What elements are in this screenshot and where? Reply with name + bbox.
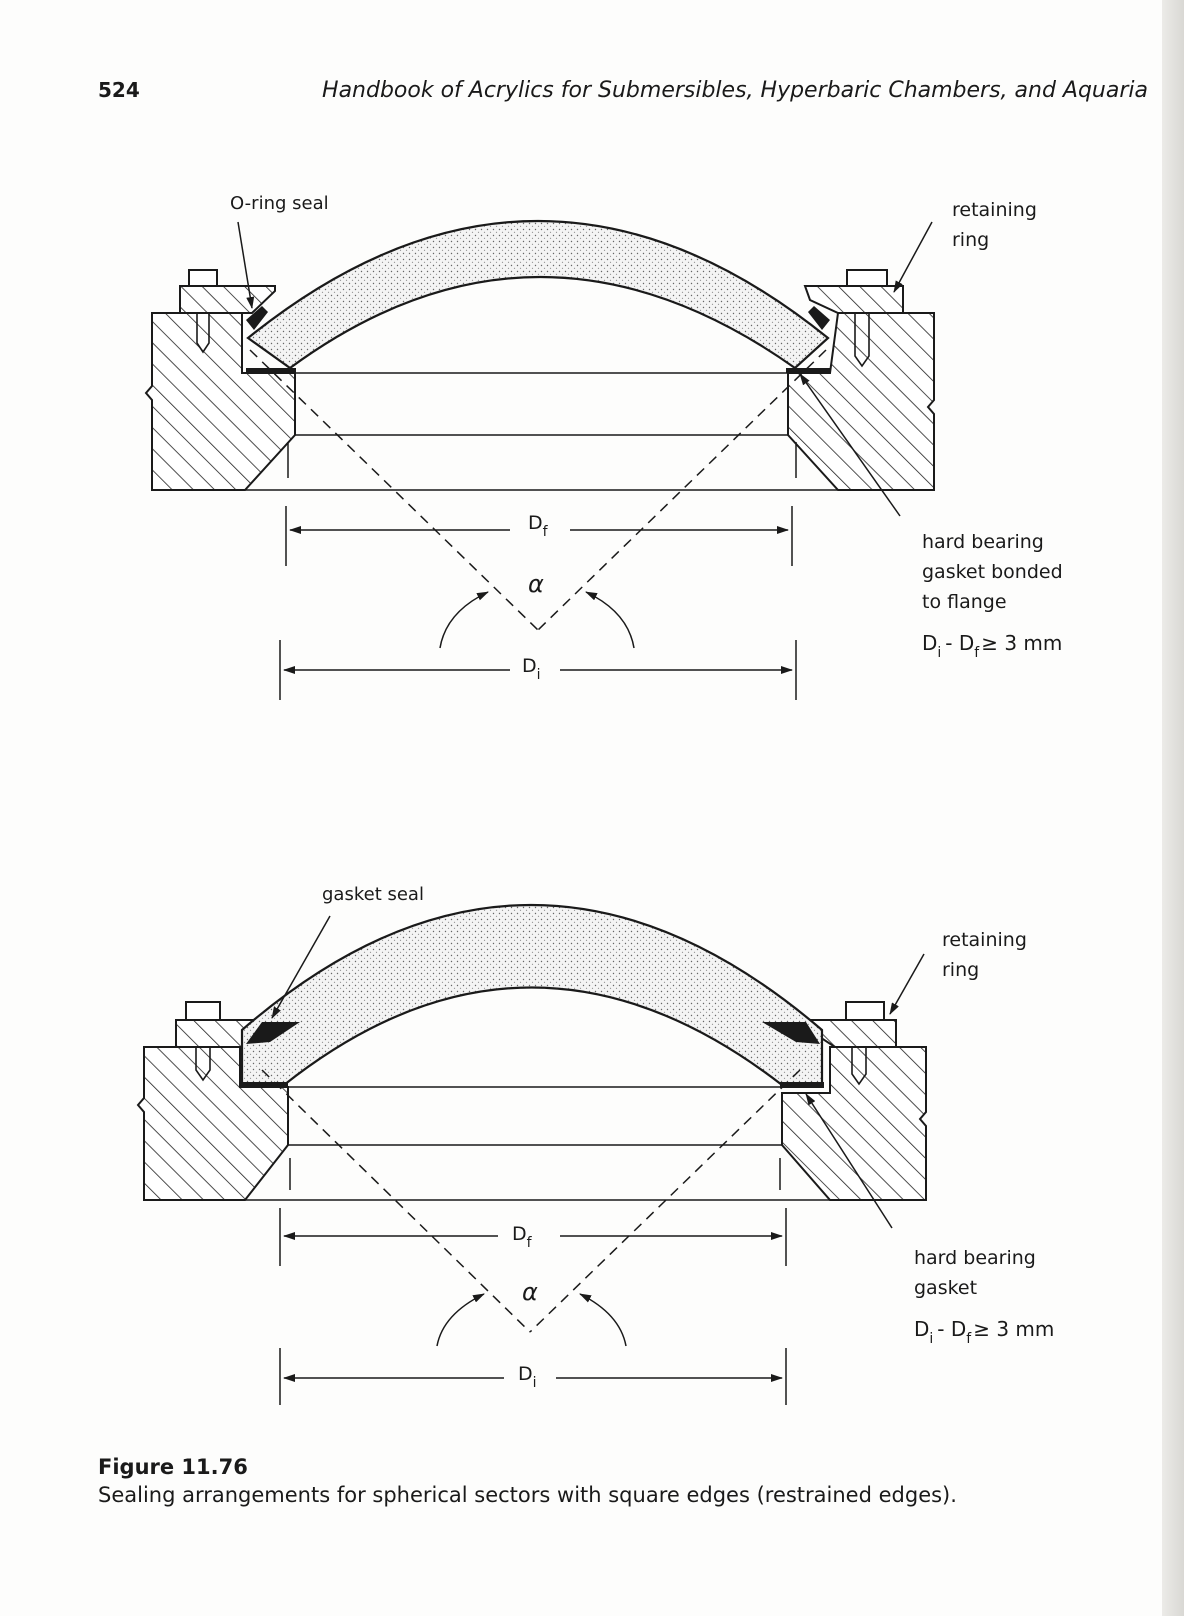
top-alpha-arcs: [439, 591, 635, 649]
top-gasket-label-line2: gasket bonded: [922, 561, 1063, 583]
top-gasket-label-line1: hard bearing: [922, 531, 1044, 553]
bottom-leader-lines: [271, 915, 925, 1229]
top-di-label: Di: [522, 655, 541, 683]
bottom-formula: Di- Df≥ 3 mm: [914, 1317, 1054, 1347]
top-bearing-gaskets: [246, 368, 830, 373]
caption-text: Sealing arrangements for spherical secto…: [98, 1483, 957, 1507]
top-o-ring-seals: [246, 306, 830, 330]
top-acrylic-dome: [246, 220, 830, 370]
bottom-ring-label-line2: ring: [942, 959, 979, 981]
bottom-gasket-label-line1: hard bearing: [914, 1247, 1036, 1269]
bottom-acrylic-dome: [240, 904, 824, 1087]
bottom-extension-lines: [279, 1158, 787, 1405]
top-bore: [245, 372, 838, 491]
bottom-df-label: Df: [512, 1223, 533, 1251]
caption-label: Figure 11.76: [98, 1455, 248, 1479]
page-edge-shadow: [1162, 0, 1184, 1616]
bottom-right-flange: [781, 1046, 927, 1201]
top-alpha-label: α: [528, 570, 544, 598]
top-right-retaining-ring: [803, 269, 904, 368]
top-leader-lines: [237, 221, 933, 517]
top-formula: Di- Df≥ 3 mm: [922, 631, 1062, 661]
top-ring-label-line2: ring: [952, 229, 989, 251]
top-df-label: Df: [528, 512, 549, 540]
bottom-seal-label: gasket seal: [322, 884, 424, 905]
bottom-gasket-label-line2: gasket: [914, 1277, 977, 1299]
bottom-figure: gasket seal retaining ring hard bearing …: [136, 884, 1054, 1405]
page-header: 524 Handbook of Acrylics for Submersible…: [98, 78, 1148, 108]
bottom-alpha-label: α: [522, 1278, 538, 1306]
page-number: 524: [98, 78, 140, 102]
bottom-bore: [245, 1086, 830, 1201]
top-figure: O-ring seal retaining ring hard bearing …: [144, 193, 1063, 700]
bottom-gasket-seals: [246, 1022, 820, 1044]
bottom-bearing-gaskets: [242, 1082, 824, 1088]
top-extension-lines: [279, 442, 797, 700]
top-gasket-label-line3: to flange: [922, 591, 1007, 613]
bottom-right-retaining-ring: [797, 1001, 897, 1086]
running-title: Handbook of Acrylics for Submersibles, H…: [322, 78, 1148, 103]
bottom-di-label: Di: [518, 1363, 537, 1391]
bottom-cone-lines: [261, 1069, 801, 1333]
figure-caption: Figure 11.76 Sealing arrangements for sp…: [98, 1453, 1138, 1509]
bottom-ring-label-line1: retaining: [942, 929, 1027, 951]
top-seal-label: O-ring seal: [230, 193, 329, 214]
bottom-alpha-arcs: [436, 1293, 627, 1347]
top-ring-label-line1: retaining: [952, 199, 1037, 221]
